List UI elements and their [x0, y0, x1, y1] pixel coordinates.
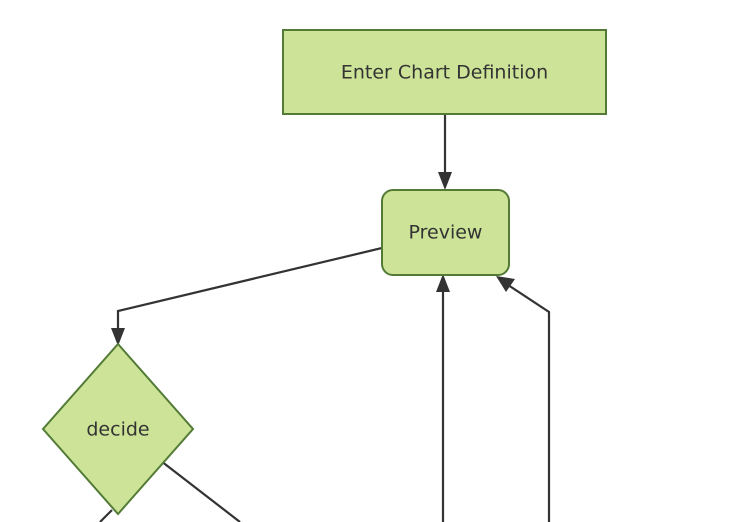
edge-enter-to-preview: [438, 114, 452, 190]
edge-decide-right-out-line: [160, 460, 241, 522]
edge-decide-bottom-out: [99, 509, 113, 522]
edge-bottom-center-to-preview: [436, 274, 450, 522]
edge-decide-bottom-out-line: [99, 509, 113, 522]
edge-bottom-center-to-preview-arrowhead: [436, 274, 450, 292]
enter-chart-definition-shape[interactable]: [282, 29, 607, 115]
node-preview[interactable]: Preview: [381, 189, 510, 276]
node-decide[interactable]: decide: [41, 342, 195, 516]
edge-preview-to-decide-line: [116, 246, 383, 336]
decide-label: decide: [86, 419, 149, 441]
node-enter-chart-definition[interactable]: Enter Chart Definition: [282, 29, 607, 115]
decide-shape[interactable]: [41, 342, 195, 516]
edge-preview-to-decide-arrowhead: [111, 328, 125, 346]
edge-preview-to-decide: [111, 246, 383, 346]
edge-bottom-right-to-preview: [496, 276, 551, 522]
edge-bottom-right-to-preview-line: [504, 282, 551, 522]
edge-decide-right-out: [160, 460, 241, 522]
preview-shape[interactable]: [381, 189, 510, 276]
edge-bottom-right-to-preview-arrowhead: [496, 276, 515, 292]
edge-enter-to-preview-arrowhead: [438, 172, 452, 190]
preview-label: Preview: [409, 222, 483, 244]
enter-chart-definition-label: Enter Chart Definition: [341, 62, 548, 84]
